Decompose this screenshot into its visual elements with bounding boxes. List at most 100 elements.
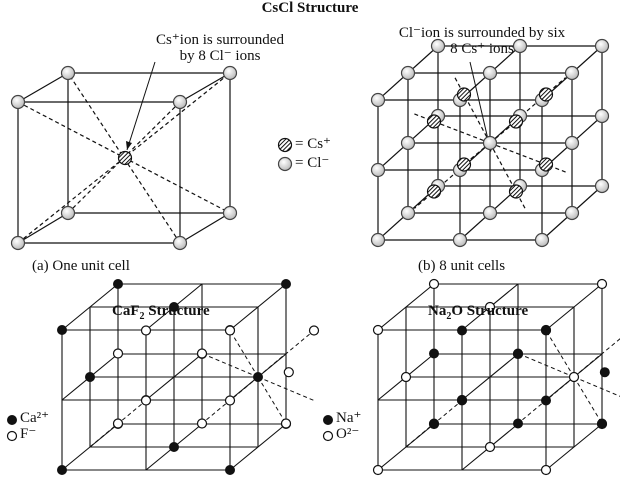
cl-ion: [452, 232, 468, 248]
edge-line: [61, 283, 119, 331]
filled-ion: [169, 302, 179, 312]
cl-ion: [430, 38, 446, 54]
edge-line: [545, 423, 603, 471]
open-ion: [596, 278, 608, 290]
legend-o-label: O²⁻: [336, 426, 360, 442]
open-ion: [280, 418, 292, 429]
panel-b-annotation-line1: Cl⁻ion is surrounded by six: [398, 25, 566, 41]
edge-line: [17, 212, 69, 244]
filled-ion: [225, 465, 235, 475]
dashed-line: [489, 77, 566, 144]
cl-ion: [222, 65, 238, 81]
cl-ion: [564, 65, 580, 81]
cl-ion: [277, 156, 293, 172]
edge-line: [229, 283, 287, 331]
dashed-line: [414, 113, 491, 144]
filled-ion: [113, 279, 123, 289]
open-ion: [428, 278, 440, 290]
panel-b-annotation-line2: 8 Cs⁺ ions: [450, 41, 514, 57]
open-ion: [372, 324, 384, 336]
filled-ion: [57, 325, 67, 335]
cl-ion: [370, 162, 386, 178]
filled-ion: [429, 348, 439, 359]
cs-ion: [538, 157, 554, 172]
cl-ion: [482, 205, 498, 221]
cs-ion: [456, 87, 472, 102]
cl-ion: [564, 205, 580, 221]
panel-a-annotation-line2: by 8 Cl⁻ ions: [179, 48, 261, 64]
cl-ion: [400, 135, 416, 151]
filled-ion: [429, 418, 439, 429]
cl-ion: [400, 65, 416, 81]
edge-line: [377, 283, 435, 331]
open-ion: [112, 348, 124, 359]
cs-ion: [277, 137, 293, 153]
legend-cl-label: = Cl⁻: [295, 155, 330, 171]
cl-ion: [482, 65, 498, 81]
cscl-eight-unit-cells: [370, 38, 610, 248]
cl-ion: [594, 178, 610, 194]
na2o-lattice: [372, 278, 620, 476]
dashed-line: [517, 353, 575, 378]
open-ion: [112, 418, 124, 429]
legend-f-label: F⁻: [20, 426, 37, 442]
edge-line: [145, 353, 203, 401]
dashed-line: [257, 376, 315, 401]
cs-ion: [117, 150, 133, 166]
edge-line: [17, 72, 69, 103]
open-ion: [568, 371, 580, 383]
cl-ion: [594, 38, 610, 54]
cs-ion: [508, 114, 524, 129]
dashed-line: [573, 376, 620, 397]
pointer-arrow: [469, 61, 491, 149]
main-title: CsCl Structure: [261, 0, 359, 16]
open-ion: [140, 325, 152, 336]
open-ion: [484, 301, 496, 313]
open-ion: [196, 418, 208, 429]
dashed-line: [573, 376, 603, 424]
panel-a-annotation-line1: Cs⁺ion is surrounded: [156, 32, 284, 48]
open-ion: [540, 464, 552, 476]
cl-ion: [482, 135, 498, 151]
open-ion: [224, 395, 236, 406]
open-ion: [322, 430, 334, 442]
open-ion: [224, 325, 236, 336]
cl-ion: [172, 235, 188, 251]
dashed-line: [454, 77, 491, 144]
open-ion: [6, 430, 18, 442]
dashed-line: [489, 142, 526, 209]
na2o-title: Na2O Structure: [428, 303, 529, 322]
cscl-one-unit-cell: [10, 61, 238, 251]
cl-ion: [512, 38, 528, 54]
edge-line: [461, 353, 519, 401]
caf2-title: CaF2 Structure: [112, 303, 210, 322]
dashed-line: [257, 376, 287, 424]
open-ion: [372, 464, 384, 476]
cs-ion: [426, 114, 442, 129]
filled-ion: [169, 442, 179, 452]
legend-cs-label: = Cs⁺: [295, 136, 331, 152]
edge-line: [179, 72, 231, 103]
open-ion: [308, 325, 320, 336]
legend-symbols: [6, 137, 334, 442]
cl-ion: [534, 232, 550, 248]
dashed-line: [257, 330, 315, 378]
cl-ion: [10, 235, 26, 251]
panel-b-caption: (b) 8 unit cells: [418, 258, 506, 274]
filled-ion: [457, 325, 467, 336]
filled-ion: [457, 395, 467, 406]
filled-ion: [85, 372, 95, 382]
edge-line: [229, 423, 287, 471]
cl-ion: [222, 205, 238, 221]
filled-ion: [323, 415, 333, 425]
edge-line: [545, 283, 603, 331]
cl-ion: [10, 94, 26, 110]
edge-line: [179, 212, 231, 244]
cl-ion: [60, 205, 76, 221]
dashed-line: [545, 330, 575, 378]
pointer-arrow: [126, 61, 156, 151]
dashed-line: [573, 338, 620, 378]
filled-ion: [7, 415, 17, 425]
dashed-line: [489, 142, 566, 173]
